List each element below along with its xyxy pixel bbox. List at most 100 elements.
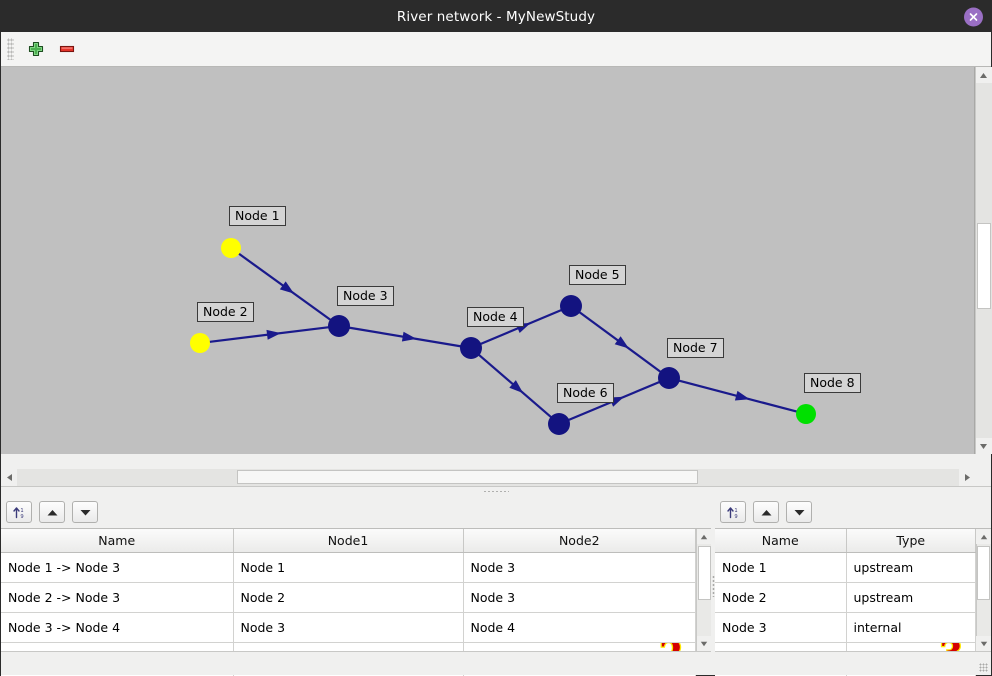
nodes-scroll-thumb[interactable] [977, 546, 991, 600]
table-cell[interactable]: Node 3 [715, 612, 847, 643]
table-cell[interactable]: Node 3 [233, 612, 464, 643]
window-resize-grip[interactable] [979, 663, 988, 672]
links-table-scrollbar[interactable] [696, 529, 712, 651]
table-cell[interactable]: Node 3 [463, 552, 696, 583]
remove-minus-icon[interactable] [56, 38, 78, 60]
window-title: River network - MyNewStudy [396, 8, 596, 25]
nodes-scroll-track[interactable] [976, 544, 991, 636]
nodes-scroll-up-button[interactable] [976, 529, 992, 544]
network-node-node-3[interactable] [328, 315, 350, 337]
links-scroll-up-button[interactable] [696, 529, 712, 544]
arrow-up-icon[interactable] [39, 501, 65, 523]
links-scroll-thumb[interactable] [697, 546, 711, 600]
scroll-down-button[interactable] [975, 438, 992, 454]
edge-arrow-icon [509, 380, 524, 394]
table-cell[interactable]: upstream [846, 552, 976, 583]
links-scroll-down-button[interactable] [696, 636, 712, 651]
scrollbar-corner [975, 469, 991, 486]
canvas-hscroll-thumb[interactable] [237, 470, 698, 484]
nodes-table-scrollbar[interactable] [975, 529, 992, 651]
main-toolbar [1, 32, 991, 67]
svg-text:1: 1 [20, 508, 23, 514]
table-cell[interactable]: Node 2 [715, 582, 847, 613]
network-node-node-5[interactable] [560, 295, 582, 317]
canvas-vscroll-thumb[interactable] [976, 223, 991, 309]
arrow-down-icon[interactable] [786, 501, 812, 523]
column-header-name[interactable]: Name [715, 529, 847, 553]
table-cell[interactable]: Node 3 [463, 582, 696, 613]
node-label-node-7[interactable]: Node 7 [667, 338, 724, 358]
network-node-node-8[interactable] [796, 404, 816, 424]
column-header-node1[interactable]: Node1 [233, 529, 464, 553]
column-header-node2[interactable]: Node2 [463, 529, 696, 553]
links-scroll-track[interactable] [697, 544, 712, 636]
nodes-toolbar: 1 9 [715, 496, 991, 528]
node-label-node-1[interactable]: Node 1 [229, 206, 286, 226]
splitter-grip-icon [483, 490, 509, 493]
table-cell[interactable]: internal [846, 612, 976, 643]
svg-text:9: 9 [734, 514, 737, 520]
nodes-status-bar [715, 651, 991, 675]
svg-text:1: 1 [734, 508, 737, 514]
network-node-node-2[interactable] [190, 333, 210, 353]
node-label-node-4[interactable]: Node 4 [467, 307, 524, 327]
nodes-scroll-down-button[interactable] [976, 636, 992, 651]
node-label-node-3[interactable]: Node 3 [337, 286, 394, 306]
canvas-hscroll-track[interactable] [17, 469, 959, 486]
arrow-up-icon[interactable] [753, 501, 779, 523]
table-cell[interactable]: Node 4 [463, 612, 696, 643]
canvas-vscroll-track[interactable] [975, 83, 992, 438]
links-status-bar [1, 651, 711, 675]
add-plus-icon[interactable] [25, 38, 47, 60]
close-icon[interactable] [964, 7, 983, 26]
network-node-node-1[interactable] [221, 238, 241, 258]
network-node-node-6[interactable] [548, 413, 570, 435]
table-cell[interactable]: Node 3 -> Node 4 [1, 612, 234, 643]
table-cell[interactable]: Node 2 -> Node 3 [1, 582, 234, 613]
vsplitter-grip-icon [711, 574, 715, 597]
scroll-right-button[interactable] [959, 469, 975, 486]
column-header-name[interactable]: Name [1, 529, 234, 553]
scroll-left-button[interactable] [1, 469, 17, 486]
sort-ascending-icon[interactable]: 1 9 [6, 501, 32, 523]
vertical-splitter[interactable] [711, 496, 715, 675]
horizontal-splitter[interactable] [1, 487, 991, 496]
network-canvas[interactable]: Node 1 Node 2 Node 3 Node 4 Node 5 Node 6 Node… [1, 67, 975, 454]
edge-arrow-icon [614, 336, 629, 349]
edge-arrow-icon [279, 281, 295, 294]
table-cell[interactable]: Node 2 [233, 582, 464, 613]
node-label-node-5[interactable]: Node 5 [569, 265, 626, 285]
table-cell[interactable]: Node 1 -> Node 3 [1, 552, 234, 583]
edge-arrow-icon [734, 390, 750, 401]
scroll-up-button[interactable] [975, 67, 992, 83]
column-header-type[interactable]: Type [846, 529, 976, 553]
node-label-node-2[interactable]: Node 2 [197, 302, 254, 322]
network-graph [190, 238, 816, 435]
toolbar-drag-handle[interactable] [7, 38, 14, 60]
arrow-down-icon[interactable] [72, 501, 98, 523]
node-label-node-8[interactable]: Node 8 [804, 373, 861, 393]
edge-arrow-icon [266, 329, 281, 340]
network-node-node-7[interactable] [658, 367, 680, 389]
table-cell[interactable]: upstream [846, 582, 976, 613]
table-cell[interactable]: Node 1 [715, 552, 847, 583]
node-label-node-6[interactable]: Node 6 [557, 383, 614, 403]
canvas-horizontal-scrollbar[interactable] [1, 469, 991, 487]
network-node-node-4[interactable] [460, 337, 482, 359]
table-cell[interactable]: Node 1 [233, 552, 464, 583]
canvas-vertical-scrollbar[interactable] [975, 67, 992, 454]
sort-ascending-icon[interactable]: 1 9 [720, 501, 746, 523]
